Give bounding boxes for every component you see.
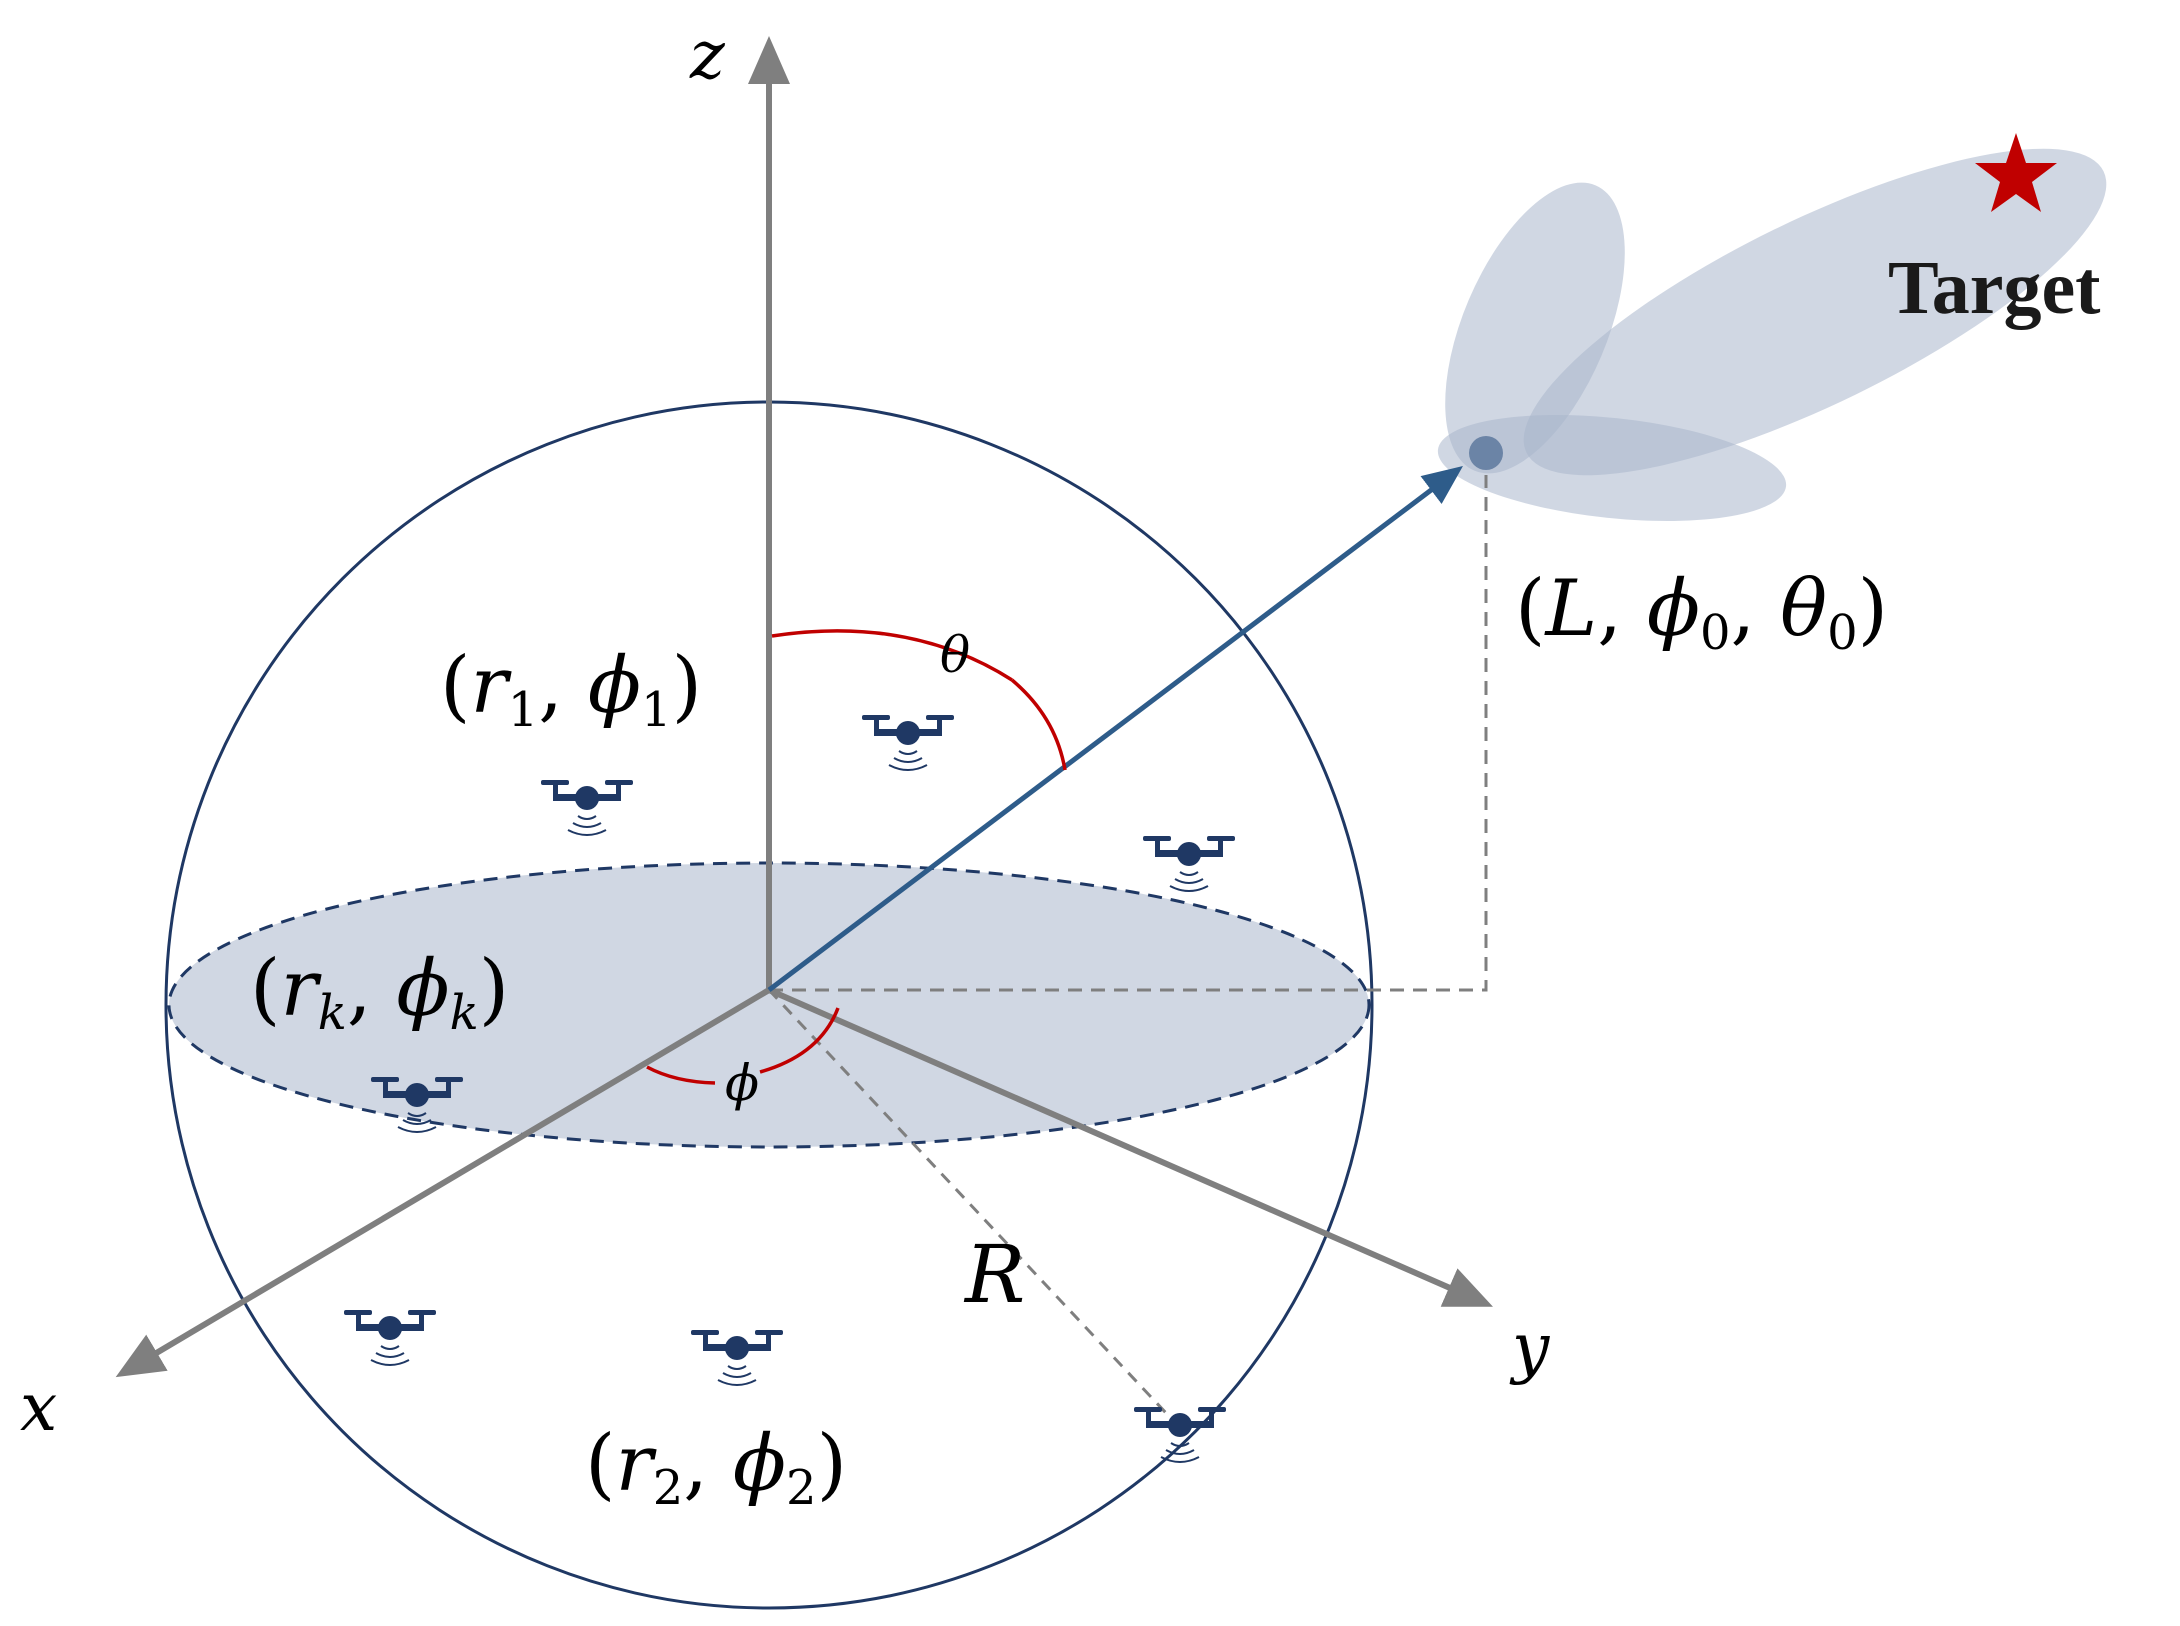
y-axis	[767, 987, 1493, 1307]
coord-rk-phik: (rk, ϕk)	[250, 944, 509, 1041]
target-label: Target	[1888, 246, 2101, 330]
y-axis-label: y	[1509, 1309, 1550, 1386]
phi-label: ϕ	[725, 1054, 759, 1112]
beam-origin	[1469, 436, 1503, 470]
main-lobe	[1523, 148, 2107, 476]
x-axis-label: x	[20, 1369, 57, 1446]
theta-arc-end	[1010, 678, 1067, 771]
drone-icon	[343, 1309, 437, 1366]
coord-r2-phi2: (r2, ϕ2)	[585, 1419, 847, 1516]
drone-icon	[1142, 835, 1236, 892]
side-lobe-lower	[1437, 415, 1787, 521]
direction-vector	[767, 465, 1463, 992]
side-lobe-upper	[1445, 182, 1625, 474]
coord-target-position: (L, ϕ0, θ0)	[1515, 564, 1888, 661]
projection-line	[769, 475, 1488, 992]
drone-icon	[1133, 1406, 1227, 1463]
beam-pattern	[1437, 148, 2107, 521]
target-star-icon	[1975, 133, 2057, 212]
x-axis	[115, 987, 771, 1378]
theta-label: θ	[940, 626, 970, 684]
drone-icon	[690, 1329, 784, 1386]
radius-line	[767, 988, 1184, 1432]
drone-icon	[540, 779, 634, 836]
coord-r1-phi1: (r1, ϕ1)	[440, 641, 702, 738]
phi-arc	[759, 1007, 840, 1074]
z-axis-label: z	[689, 17, 726, 94]
radius-label: R	[963, 1228, 1025, 1321]
phi-arc-left	[646, 1065, 716, 1085]
theta-arc	[771, 629, 1013, 682]
drone-icon	[861, 714, 955, 771]
